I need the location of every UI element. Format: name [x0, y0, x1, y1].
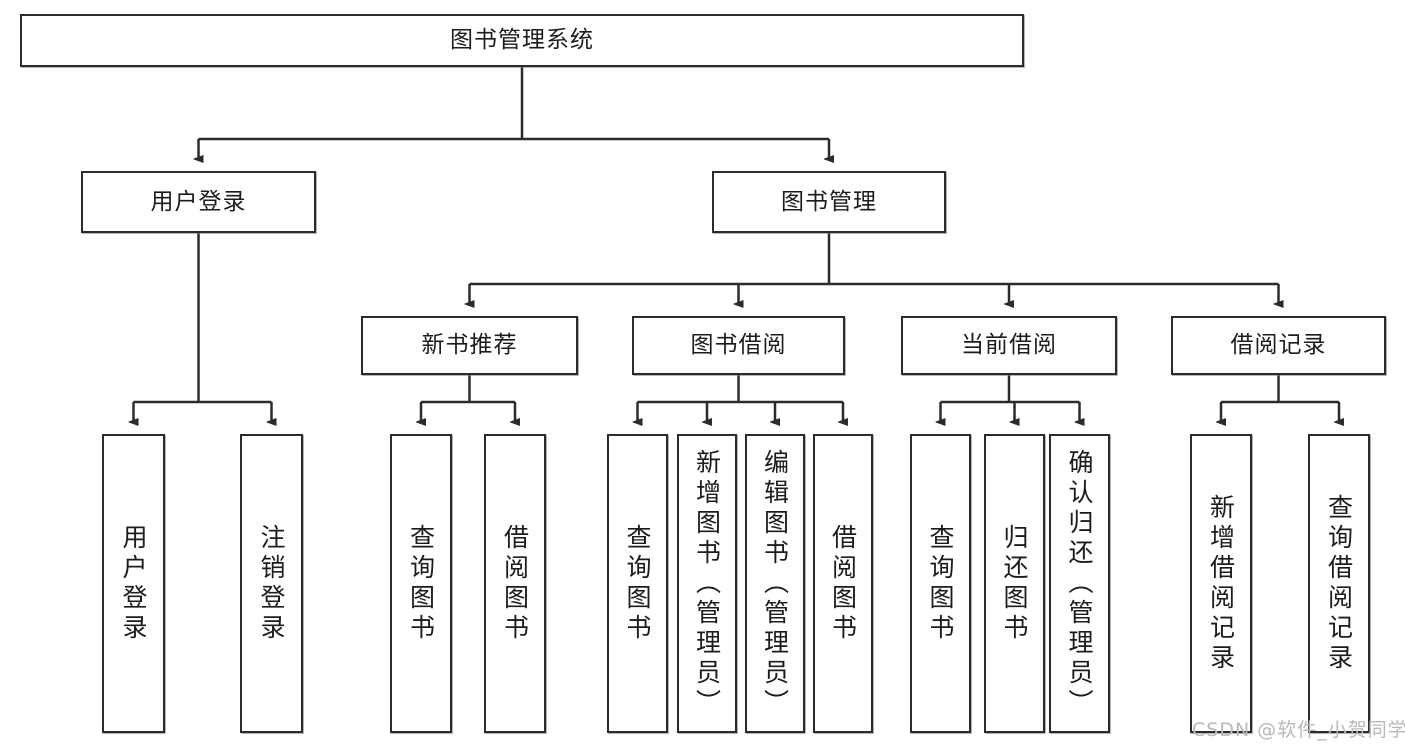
leaf-record-query[interactable]: 查询借阅记录: [1308, 434, 1370, 733]
node-label: 借阅记录: [1230, 332, 1327, 359]
node-label: 图书借阅: [690, 332, 787, 359]
leaf-borrow-query-book[interactable]: 查询图书: [607, 434, 668, 733]
node-label: 图书管理: [781, 188, 877, 215]
leaf-recommend-query-book[interactable]: 查询图书: [390, 434, 452, 733]
leaf-borrow-lend-book[interactable]: 借阅图书: [813, 434, 873, 733]
node-label: 查询借阅记录: [1324, 493, 1354, 674]
node-label: 新书推荐: [421, 332, 518, 359]
node-label: 查询图书: [926, 523, 955, 644]
leaf-current-query-book[interactable]: 查询图书: [910, 434, 971, 733]
node-label: 编辑图书（管理员）: [760, 448, 790, 719]
node-borrow-record[interactable]: 借阅记录: [1171, 316, 1386, 375]
node-label: 用户登录: [119, 523, 148, 644]
node-label: 查询图书: [406, 523, 436, 644]
node-current-borrow[interactable]: 当前借阅: [901, 316, 1117, 375]
leaf-record-add[interactable]: 新增借阅记录: [1190, 434, 1252, 733]
node-user-login[interactable]: 用户登录: [81, 171, 316, 233]
leaf-user-login[interactable]: 用户登录: [102, 434, 165, 733]
node-new-book-recommend[interactable]: 新书推荐: [361, 316, 578, 375]
node-label: 新增借阅记录: [1206, 493, 1236, 674]
node-label: 图书管理系统: [450, 27, 594, 54]
node-book-management[interactable]: 图书管理: [712, 171, 946, 233]
node-label: 查询图书: [623, 523, 652, 644]
node-label: 当前借阅: [961, 332, 1057, 359]
node-root[interactable]: 图书管理系统: [20, 14, 1024, 67]
leaf-recommend-borrow-book[interactable]: 借阅图书: [484, 434, 546, 733]
node-label: 归还图书: [1000, 523, 1029, 644]
node-label: 借阅图书: [500, 523, 530, 644]
leaf-current-confirm-return[interactable]: 确认归还（管理员）: [1049, 434, 1110, 733]
node-label: 确认归还（管理员）: [1065, 448, 1094, 719]
leaf-user-logout[interactable]: 注销登录: [240, 434, 303, 733]
node-book-borrow[interactable]: 图书借阅: [632, 316, 845, 375]
leaf-borrow-edit-book[interactable]: 编辑图书（管理员）: [745, 434, 805, 733]
node-label: 新增图书（管理员）: [692, 448, 722, 719]
node-label: 用户登录: [150, 188, 247, 215]
node-label: 借阅图书: [828, 523, 858, 644]
leaf-current-return-book[interactable]: 归还图书: [984, 434, 1045, 733]
node-label: 注销登录: [257, 523, 286, 644]
leaf-borrow-add-book[interactable]: 新增图书（管理员）: [677, 434, 737, 733]
watermark: CSDN @软件_小贺同学: [1192, 719, 1405, 741]
